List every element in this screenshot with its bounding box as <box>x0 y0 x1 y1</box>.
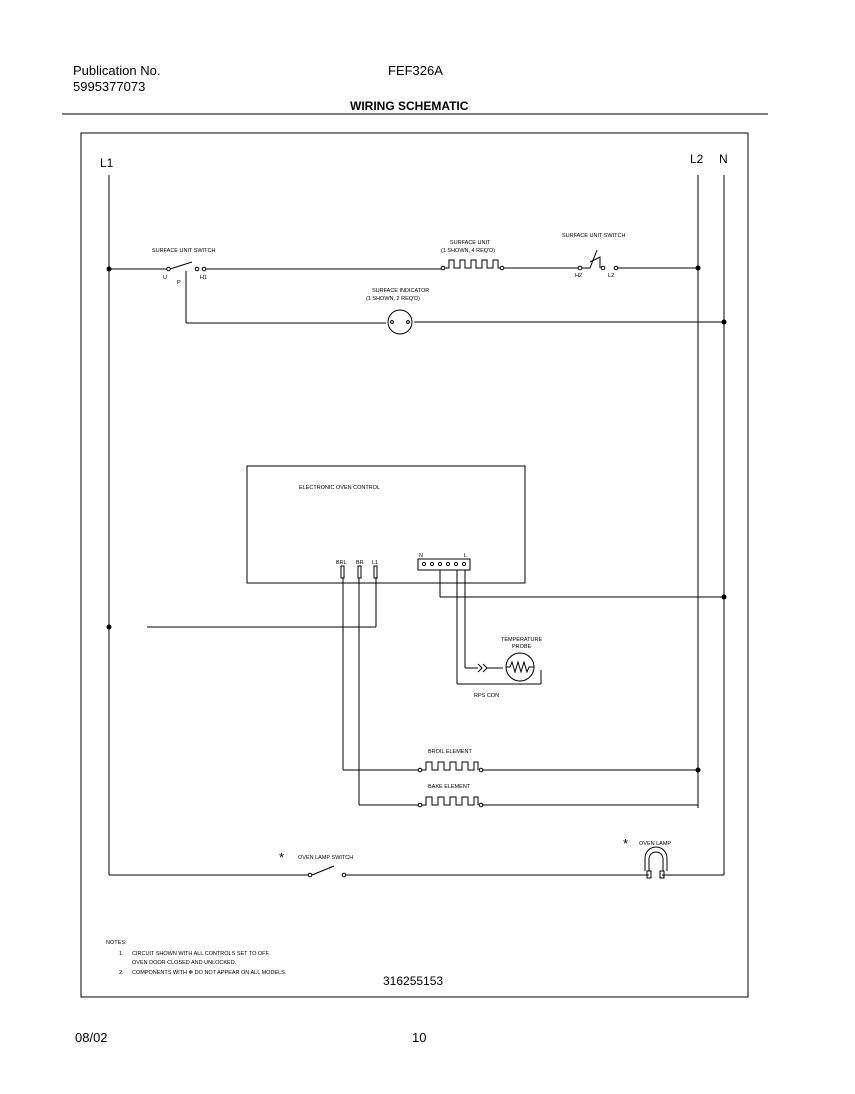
note-2-number: 2. <box>119 970 124 976</box>
surface-indicator-label: SURFACE INDICATOR <box>372 288 429 294</box>
terminal-l1 <box>373 565 378 579</box>
note-2-line: COMPONENTS WITH ✻ DO NOT APPEAR ON ALL M… <box>132 969 287 976</box>
surface-unit-label: SURFACE UNIT <box>450 240 491 246</box>
oven-lamp-switch-label: OVEN LAMP SWITCH <box>298 855 353 861</box>
broil-element <box>343 761 698 773</box>
surface-unit-switch-left-label: SURFACE UNIT SWITCH <box>152 248 215 254</box>
note-1-line-1: CIRCUIT SHOWN WITH ALL CONTROLS SET TO O… <box>132 951 270 957</box>
publication-label: Publication No. <box>73 63 161 78</box>
oven-lamp-label: OVEN LAMP <box>639 841 671 847</box>
rail-l2-label: L2 <box>690 152 704 166</box>
terminal-l-label: L <box>464 553 467 559</box>
switch-left-u-label: U <box>163 275 167 281</box>
eoc-wiring <box>147 570 724 805</box>
rail-l1-label: L1 <box>100 156 114 170</box>
surface-unit-qty-label: (1 SHOWN, 4 REQ'D) <box>441 248 495 254</box>
model-number: FEF326A <box>388 63 443 78</box>
schematic-frame <box>80 132 749 998</box>
rail-n-label: N <box>719 152 728 166</box>
terminal-l1-label: L1 <box>372 560 378 566</box>
broil-element-label: BROIL ELEMENT <box>428 749 472 755</box>
diagram-number: 316255153 <box>383 974 443 988</box>
oven-lamp-switch-asterisk: * <box>279 850 284 865</box>
surface-unit-circuit <box>109 249 724 335</box>
switch-left-p-label: P <box>177 280 181 286</box>
oven-lamp-circuit <box>109 846 724 879</box>
terminal-br <box>357 565 362 579</box>
temperature-probe-label: TEMPERATURE <box>501 637 542 643</box>
footer-date: 08/02 <box>75 1030 108 1045</box>
rps-con-label: RPS CON <box>474 693 499 699</box>
terminal-brl <box>340 565 345 579</box>
switch-right-h2-label: H2 <box>575 273 582 279</box>
surface-unit-switch-right-label: SURFACE UNIT SWITCH <box>562 233 625 239</box>
footer-page-number: 10 <box>412 1030 427 1045</box>
notes-heading: NOTES: <box>106 940 127 946</box>
bake-element <box>359 796 699 808</box>
publication-number: 5995377073 <box>73 79 146 94</box>
note-1-number: 1. <box>119 951 124 957</box>
terminal-brl-label: BRL <box>336 560 347 566</box>
page-title: WIRING SCHEMATIC <box>350 99 469 113</box>
temperature-probe-label-2: PROBE <box>512 644 532 650</box>
eoc-label: ELECTRONIC OVEN CONTROL <box>299 485 380 491</box>
switch-right-l2-label: L2 <box>608 273 614 279</box>
eoc-terminal-block <box>417 558 471 571</box>
switch-left-h1-label: H1 <box>200 275 207 281</box>
oven-lamp-asterisk: * <box>623 836 628 851</box>
terminal-br-label: BR <box>356 560 364 566</box>
bake-element-label: BAKE ELEMENT <box>428 784 471 790</box>
note-1-line-2: OVEN DOOR CLOSED AND UNLOCKED. <box>132 960 237 966</box>
terminal-n-label: N <box>419 553 423 559</box>
surface-indicator-qty-label: (1 SHOWN, 2 REQ'D) <box>366 296 420 302</box>
electronic-oven-control <box>246 465 526 584</box>
